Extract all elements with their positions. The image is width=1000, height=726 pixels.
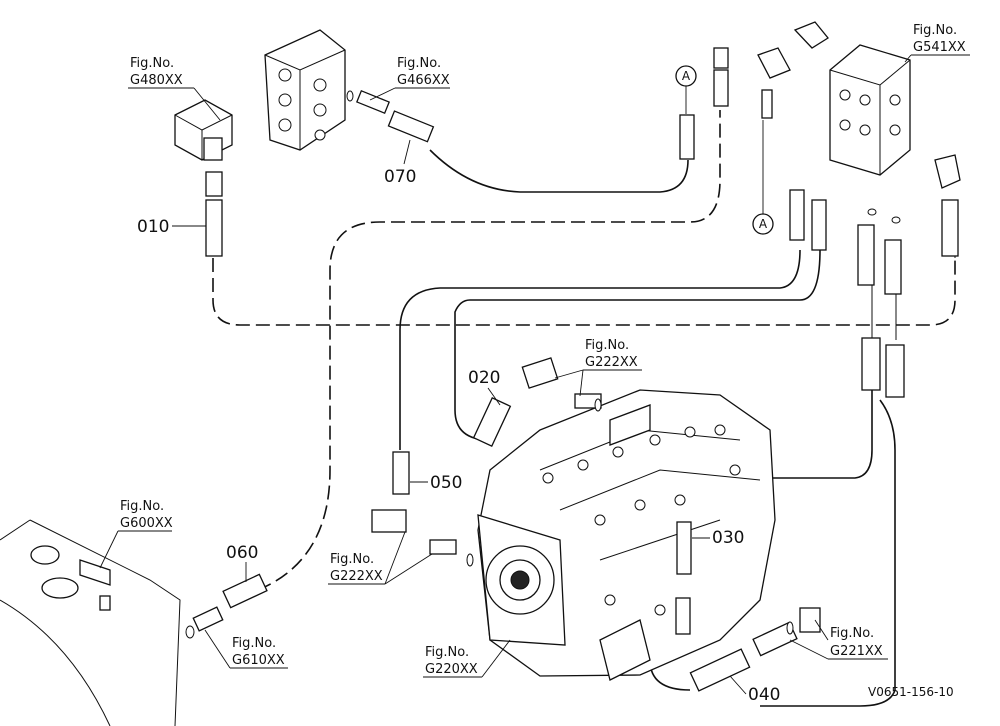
fitting-g222-mid-nipple xyxy=(429,539,457,555)
callout-g600: Fig.No. G600XX xyxy=(99,499,173,569)
part-060-label-group: 060 xyxy=(226,543,258,582)
fitting-right xyxy=(941,199,959,257)
callout-g222-mid-prefix: Fig.No. xyxy=(330,552,374,567)
part-010-label-group: 010 xyxy=(137,217,206,237)
hose-060-route xyxy=(257,110,721,591)
callout-g541: Fig.No. G541XX xyxy=(904,23,970,63)
fitting-030-pair-left xyxy=(861,337,881,391)
fitting-mid-1 xyxy=(761,89,773,119)
control-valve-block xyxy=(264,29,346,151)
callout-g480-prefix: Fig.No. xyxy=(130,56,174,71)
fitting-a-left xyxy=(679,114,695,160)
part-060-label: 060 xyxy=(226,543,258,563)
ref-a-top: A xyxy=(682,69,691,83)
hose-010-route xyxy=(212,258,956,326)
callout-g220: Fig.No. G220XX xyxy=(423,639,511,678)
fitting-020 xyxy=(472,396,512,448)
callout-g222-top-code: G222XX xyxy=(585,355,638,370)
callout-g480-code: G480XX xyxy=(130,73,183,88)
part-070-label: 070 xyxy=(384,167,416,187)
ref-a-mid-group: A xyxy=(752,120,774,235)
part-030-label-group: 030 xyxy=(692,528,744,548)
callout-g541-prefix: Fig.No. xyxy=(913,23,957,38)
drawing-code: V0651-156-10 xyxy=(868,685,954,699)
part-040-label: 040 xyxy=(748,685,780,705)
hydraulic-pump-assembly xyxy=(477,389,776,681)
fitting-060-nut xyxy=(192,606,224,632)
part-040-label-group: 040 xyxy=(729,675,780,705)
part-020-label-group: 020 xyxy=(468,368,500,406)
fitting-030-lower xyxy=(675,597,691,635)
fitting-070-nut xyxy=(355,89,391,115)
fitting-010-lower xyxy=(205,199,223,257)
callout-g220-prefix: Fig.No. xyxy=(425,645,469,660)
part-020-label: 020 xyxy=(468,368,500,388)
callout-g541-code: G541XX xyxy=(913,40,966,55)
callout-g610: Fig.No. G610XX xyxy=(204,629,288,669)
fitting-040 xyxy=(689,648,751,692)
callout-g221-code: G221XX xyxy=(830,644,883,659)
callout-g600-code: G600XX xyxy=(120,516,173,531)
mounting-flange-plate xyxy=(0,519,181,726)
fitting-mid-4 xyxy=(857,224,875,286)
callout-g466-code: G466XX xyxy=(397,73,450,88)
part-010-label: 010 xyxy=(137,217,169,237)
callout-g222-top-prefix: Fig.No. xyxy=(585,338,629,353)
fittings xyxy=(185,47,959,692)
fitting-top-a-upper xyxy=(713,47,729,69)
fitting-g221-elbow xyxy=(799,607,821,633)
callout-g222-mid: Fig.No. G222XX xyxy=(328,531,433,585)
hose-070-route xyxy=(429,149,689,193)
ref-a-top-group: A xyxy=(675,65,697,114)
fitting-g222-top xyxy=(521,357,559,389)
manifold-block xyxy=(757,21,961,189)
fitting-mid-3 xyxy=(811,199,827,251)
fitting-mid-2 xyxy=(789,189,805,241)
fitting-030-pair-right xyxy=(885,344,905,398)
callout-g466: Fig.No. G466XX xyxy=(369,56,450,101)
callout-g610-prefix: Fig.No. xyxy=(232,636,276,651)
part-070-label-group: 070 xyxy=(384,139,416,187)
fitting-g222-mid xyxy=(371,509,407,533)
ref-a-mid: A xyxy=(759,217,768,231)
hose-020-route xyxy=(454,249,821,441)
solenoid-block xyxy=(174,99,233,161)
fitting-top-a-lower xyxy=(713,69,729,107)
callout-g466-prefix: Fig.No. xyxy=(397,56,441,71)
part-050-label-group: 050 xyxy=(410,473,462,493)
part-030-label: 030 xyxy=(712,528,744,548)
callout-g610-code: G610XX xyxy=(232,653,285,668)
callout-g222-mid-code: G222XX xyxy=(330,569,383,584)
callout-g221: Fig.No. G221XX xyxy=(789,619,888,660)
part-050-label: 050 xyxy=(430,473,462,493)
callout-g222-top: Fig.No. G222XX xyxy=(554,338,642,397)
fitting-060 xyxy=(222,573,268,609)
callout-g600-prefix: Fig.No. xyxy=(120,499,164,514)
callout-g221-prefix: Fig.No. xyxy=(830,626,874,641)
fitting-030 xyxy=(676,521,692,575)
callout-g220-code: G220XX xyxy=(425,662,478,677)
fitting-010-upper xyxy=(205,171,223,197)
fitting-g222-top-nipple xyxy=(574,393,602,409)
callout-g480: Fig.No. G480XX xyxy=(128,56,221,121)
fitting-050 xyxy=(392,451,410,495)
fitting-070 xyxy=(387,110,435,143)
hose-050-route xyxy=(399,249,801,450)
fitting-mid-5 xyxy=(884,239,902,295)
